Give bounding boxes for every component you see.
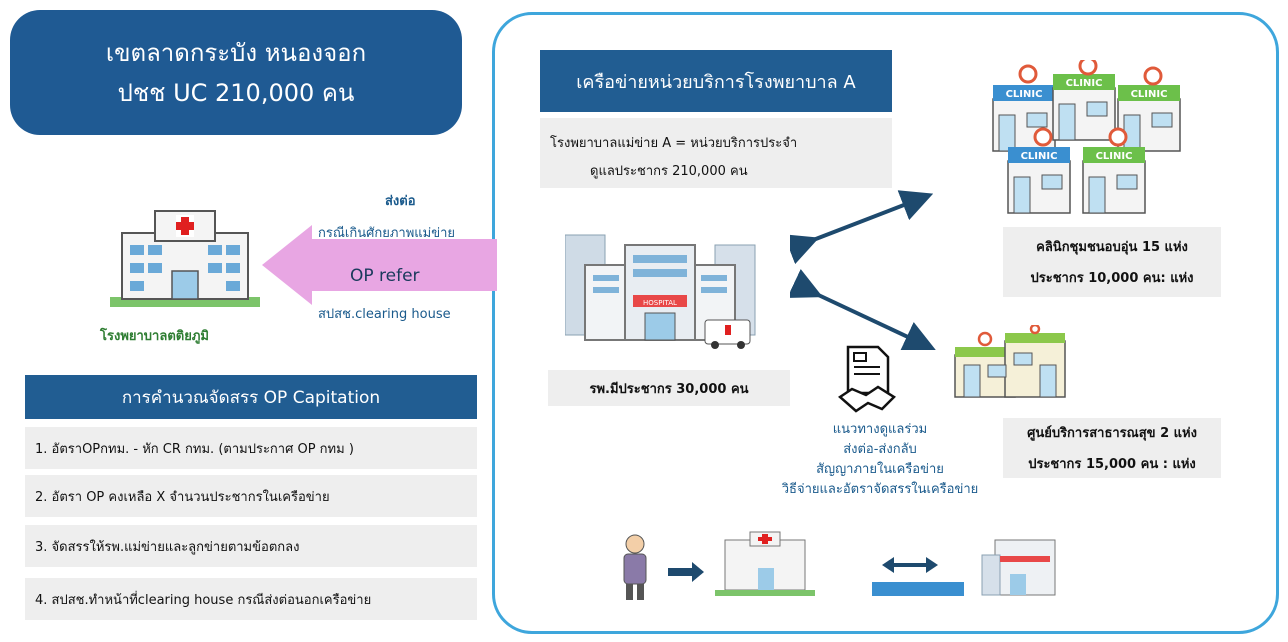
guide-line-1: แนวทางดูแลร่วม — [832, 422, 928, 437]
network-title: เครือข่ายหน่วยบริการโรงพยาบาล A — [540, 50, 892, 112]
network-frame — [492, 12, 1279, 634]
op-refer-label: OP refer — [350, 266, 420, 286]
small-hospital-icon — [715, 531, 815, 596]
clinic-sign-2: CLINIC — [1066, 78, 1103, 89]
network-double-arrows — [790, 190, 936, 350]
main-hospital-icon: HOSPITAL — [565, 234, 756, 349]
health-center-label-box: ศูนย์บริการสาธารณสุข 2 แห่ง ประชากร 15,0… — [1003, 418, 1221, 478]
calc-item-3: 3. จัดสรรให้รพ.แม่ข่ายและลูกข่ายตามข้อตก… — [25, 525, 477, 567]
region-title-line1: เขตลาดกระบัง หนองจอก — [105, 38, 367, 67]
flow-arrow-icon — [668, 562, 704, 582]
patient-flow-illustration — [623, 531, 1056, 600]
person-icon — [623, 534, 647, 600]
clinic-label-box: คลินิกชุมชนอบอุ่น 15 แห่ง ประชากร 10,000… — [1003, 227, 1221, 297]
calc-item-1: 1. อัตราOPกทม. - หัก CR กทม. (ตามประกาศ … — [25, 427, 477, 469]
guide-line-2: ส่งต่อ-ส่งกลับ — [843, 442, 917, 457]
clinic-sign-4: CLINIC — [1021, 151, 1058, 162]
guide-line-4: วิธีจ่ายและอัตราจัดสรรในเครือข่าย — [781, 482, 979, 497]
main-hospital-description: โรงพยาบาลแม่ข่าย A = หน่วยบริการประจำ ดู… — [540, 118, 892, 188]
calc-header: การคำนวณจัดสรร OP Capitation — [25, 375, 477, 419]
clinic-sign-3: CLINIC — [1131, 89, 1168, 100]
calc-item-2: 2. อัตรา OP คงเหลือ X จำนวนประชากรในเครื… — [25, 475, 477, 517]
handshake-icon — [838, 345, 896, 413]
region-title-box: เขตลาดกระบัง หนองจอก ปชช UC 210,000 คน — [10, 10, 462, 135]
refer-line3: สปสช.clearing house — [318, 307, 451, 322]
clinic-sign-5: CLINIC — [1096, 151, 1133, 162]
tertiary-hospital-icon — [110, 210, 260, 307]
tertiary-hospital-label: โรงพยาบาลตติยภูมิ — [100, 329, 209, 344]
arrow-to-health-center — [790, 269, 936, 350]
main-desc-line1: โรงพยาบาลแม่ข่าย A = หน่วยบริการประจำ — [550, 136, 798, 151]
refer-line1: ส่งต่อ — [385, 194, 416, 209]
receiving-hospital-icon — [981, 539, 1056, 596]
network-guidelines: แนวทางดูแลร่วม ส่งต่อ-ส่งกลับ สัญญาภายใน… — [760, 420, 1000, 500]
hospital-sign: HOSPITAL — [643, 299, 677, 307]
health-center-icon — [954, 325, 1066, 398]
clinic-sign-1: CLINIC — [1006, 89, 1043, 100]
guide-line-3: สัญญาภายในเครือข่าย — [816, 462, 944, 477]
op-refer-arrow — [262, 225, 497, 305]
calc-item-4: 4. สปสช.ทำหน้าที่clearing house กรณีส่งต… — [25, 578, 477, 620]
arrow-to-clinics — [790, 190, 934, 265]
clinic-label-line2: ประชากร 10,000 คน: แห่ง — [1030, 271, 1194, 286]
clinic-cluster-icon: CLINIC CLINIC CLINIC CLINIC CLINIC — [992, 60, 1181, 214]
clinic-label-line1: คลินิกชุมชนอบอุ่น 15 แห่ง — [1036, 240, 1188, 255]
health-center-line2: ประชากร 15,000 คน : แห่ง — [1028, 457, 1196, 472]
main-hospital-label: รพ.มีประชากร 30,000 คน — [548, 370, 790, 406]
health-center-line1: ศูนย์บริการสาธารณสุข 2 แห่ง — [1027, 426, 1197, 441]
region-title-line2: ปชช UC 210,000 คน — [117, 78, 355, 107]
main-desc-line2: ดูแลประชากร 210,000 คน — [590, 164, 748, 179]
refer-line2: กรณีเกินศักยภาพแม่ข่าย — [318, 226, 456, 241]
double-arrow-icon — [872, 557, 964, 596]
